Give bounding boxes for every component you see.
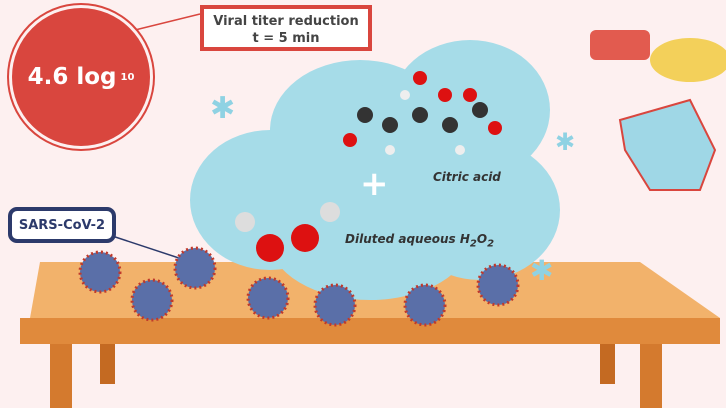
sparkle-icon: ✱ ✱ ✱ [210,91,575,287]
spray-bottle-icon [590,30,726,191]
peroxide-label: Diluted aqueous H2O2 [345,232,495,250]
svg-text:✱: ✱ [530,254,553,287]
cloud [190,40,560,300]
virus-particle [130,278,174,322]
titer-line1: Viral titer reduction [213,14,359,29]
svg-text:✱: ✱ [555,128,575,156]
citric-acid-molecule [343,71,502,155]
reduction-subscript: 10 [120,71,135,83]
hydrogen-peroxide-molecule [235,202,340,262]
reduction-value: 4.6 log [27,64,117,90]
virus-particle [78,250,122,294]
virus-label: SARS-CoV-2 [8,207,116,243]
connector-line [134,13,201,31]
plus-sign: + [360,164,389,204]
titer-line2: t = 5 min [252,31,320,46]
virus-particle [246,276,290,320]
svg-text:✱: ✱ [210,91,235,126]
virus-particle [313,283,357,327]
virus-particle [173,246,217,290]
virus-particle [403,283,447,327]
virus-particle [476,263,520,307]
titer-box: Viral titer reduction t = 5 min [200,5,372,51]
citric-acid-label: Citric acid [433,170,501,184]
